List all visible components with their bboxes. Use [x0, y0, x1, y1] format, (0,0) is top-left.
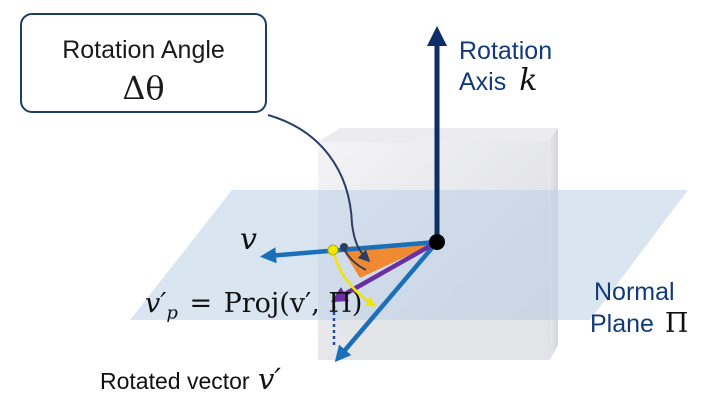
rotation-angle-callout: Rotation Angle Δθ: [20, 13, 267, 113]
projection-rhs: Proj(v′, Π): [223, 288, 363, 319]
origin-point: [429, 234, 445, 250]
normal-plane-line1: Normal: [594, 278, 675, 306]
vector-v-label: v: [240, 222, 257, 257]
projection-equals: =: [189, 288, 213, 319]
rotation-arc: [331, 249, 377, 307]
projection-lhs-sub: p: [166, 302, 178, 324]
rotated-vector-arrow: [334, 240, 439, 363]
rotated-vector-text: Rotated vector: [100, 368, 250, 394]
normal-plane-line2: Plane: [590, 310, 654, 338]
rotated-vector-symbol: v′: [258, 362, 282, 396]
cube-front-lower: [330, 320, 550, 360]
vector-v-arrow: [259, 239, 438, 264]
rotation-axis-label: Rotation Axis k: [459, 36, 552, 97]
callout-title: Rotation Angle: [62, 36, 225, 64]
normal-plane-symbol: Π: [664, 308, 689, 339]
projection-lhs: v′: [145, 288, 167, 319]
projection-equation: v′p = Proj(v′, Π): [145, 288, 362, 323]
rotation-axis-line2: Axis: [459, 68, 507, 96]
callout-symbol: Δθ: [122, 69, 165, 107]
normal-plane-label: Normal Plane Π: [590, 276, 688, 340]
rotated-vector-label: Rotated vector v′: [100, 362, 281, 396]
rotation-axis-symbol: k: [519, 63, 538, 98]
callout-leader: [267, 114, 371, 263]
vector-tip-point: [327, 244, 339, 256]
rotation-axis-line1: Rotation: [459, 37, 553, 65]
angle-marker-point: [340, 243, 348, 251]
